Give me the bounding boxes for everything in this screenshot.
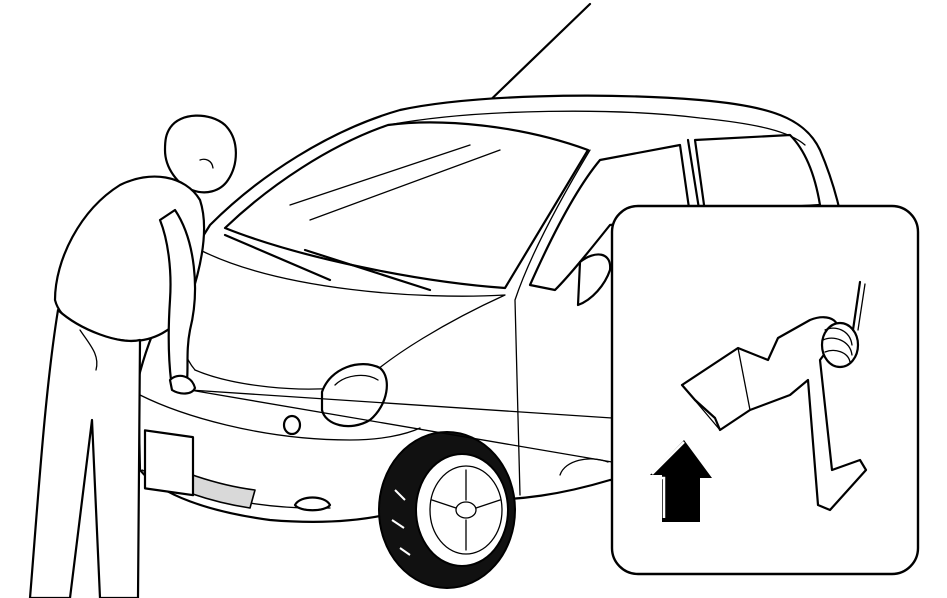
latch-spring: [820, 280, 866, 369]
person-ear: [199, 158, 214, 169]
person-hand: [168, 374, 197, 395]
wiper-left: [223, 233, 332, 282]
person-head: [163, 114, 237, 194]
latch-fold: [737, 347, 751, 411]
person-legs: [28, 308, 142, 598]
up-arrow-icon: [650, 440, 712, 522]
person-pocket: [79, 329, 98, 371]
windshield-glare: [289, 144, 471, 206]
inset-panel: [610, 204, 920, 576]
side-mirror: [576, 253, 612, 307]
antenna: [476, 2, 592, 114]
latch-hook-edge: [807, 379, 819, 506]
front-bumper: [139, 394, 421, 441]
leader-line-bottom: [189, 389, 613, 463]
b-pillar: [686, 138, 702, 217]
front-wheel: [378, 431, 516, 589]
license-plate: [143, 429, 195, 497]
roof-line: [387, 110, 806, 146]
wiper-right: [303, 248, 432, 292]
leader-line-top: [189, 389, 613, 419]
hood-latch-icon: [680, 280, 868, 512]
front-door-window: [528, 143, 692, 292]
door-line-front: [514, 149, 591, 496]
bumper-vent: [293, 496, 332, 512]
person: [28, 114, 237, 598]
windshield-glare-2: [309, 149, 501, 221]
headlight-lens: [334, 374, 379, 386]
hood: [194, 249, 506, 390]
latch-edge: [681, 384, 721, 431]
fog-light: [282, 414, 302, 436]
headlight: [320, 363, 388, 428]
